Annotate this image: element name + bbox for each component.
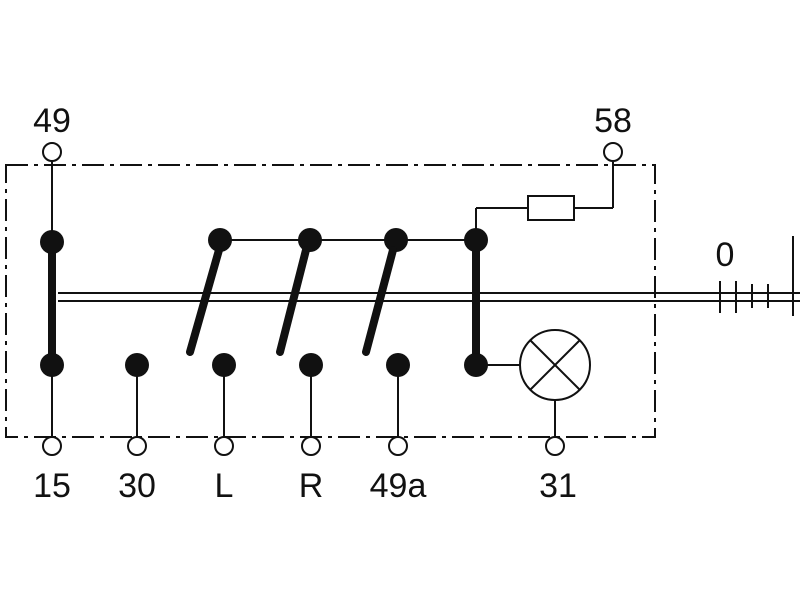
node-bridge-top (464, 228, 488, 252)
contact-58-branch (464, 162, 614, 377)
switch-blades (186, 246, 397, 356)
terminal-31 (545, 436, 565, 456)
label-L: L (215, 467, 234, 505)
contact-R (299, 353, 323, 438)
node-49-top (40, 230, 64, 254)
housing-outline (5, 164, 656, 438)
blade-L-R (276, 246, 310, 356)
label-31: 31 (539, 467, 577, 505)
actuator-shaft (58, 236, 800, 316)
terminal-R (301, 436, 321, 456)
upper-bus (208, 228, 476, 252)
lamp-icon (519, 329, 591, 401)
terminal-49 (42, 142, 62, 162)
node-bus-1 (208, 228, 232, 252)
contact-49a (386, 353, 410, 438)
node-bus-2 (298, 228, 322, 252)
contact-L (212, 353, 236, 438)
contact-49-15 (40, 160, 64, 438)
blade-30-L (186, 246, 223, 356)
node-R (299, 353, 323, 377)
terminal-30 (127, 436, 147, 456)
position-label: 0 (716, 236, 735, 274)
node-L (212, 353, 236, 377)
contact-30 (125, 353, 149, 438)
label-15: 15 (33, 467, 71, 505)
label-49a: 49a (370, 467, 427, 505)
terminal-49a (388, 436, 408, 456)
node-15-bottom (40, 353, 64, 377)
node-49a (386, 353, 410, 377)
label-R: R (299, 467, 324, 505)
terminal-L (214, 436, 234, 456)
label-30: 30 (118, 467, 156, 505)
node-30 (125, 353, 149, 377)
blade-R-49a (362, 246, 397, 356)
terminal-15 (42, 436, 62, 456)
terminal-labels: 49 58 15 30 L R 49a 31 0 (33, 102, 734, 505)
terminals (42, 142, 623, 456)
resistor-icon (527, 195, 575, 221)
lamp-branch (476, 329, 591, 438)
label-58: 58 (594, 102, 632, 140)
terminal-58 (603, 142, 623, 162)
label-49: 49 (33, 102, 71, 140)
node-bus-3 (384, 228, 408, 252)
